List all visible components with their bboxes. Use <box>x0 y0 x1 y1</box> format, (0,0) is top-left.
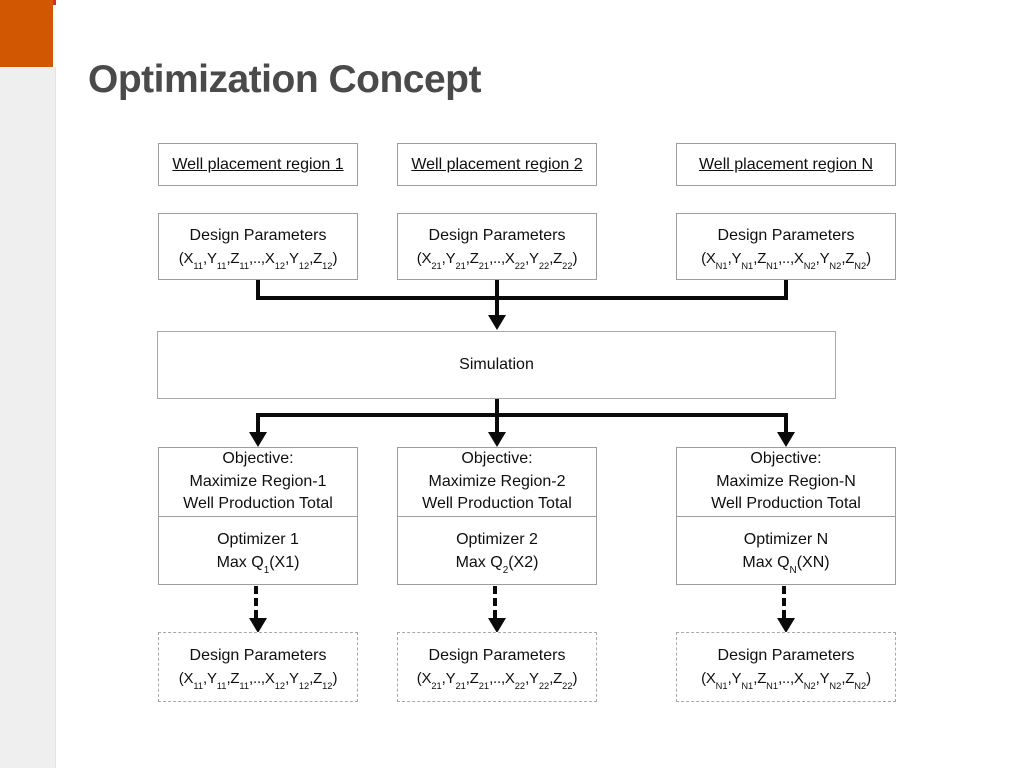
dashed-connector-line <box>254 586 258 618</box>
optimizer-section: Optimizer N Max QN(XN) <box>677 517 895 585</box>
region-label: Well placement region N <box>698 155 873 173</box>
output-params-title: Design Parameters <box>189 647 327 664</box>
arrow-down-icon <box>777 618 795 633</box>
simulation-box: Simulation <box>157 331 836 399</box>
optimizer-line: Optimizer 2 <box>456 531 538 548</box>
connector-line <box>495 399 499 417</box>
optimizer-line: Optimizer 1 <box>217 531 299 548</box>
optimizer-line: Optimizer N <box>743 531 829 548</box>
objective-line: Well Production Total <box>422 495 572 513</box>
connector-line <box>256 296 788 300</box>
objective-line: Objective: <box>461 450 533 468</box>
objective-line: Well Production Total <box>183 495 333 513</box>
design-params-values: (X21,Y21,Z21,..,X22,Y22,Z22) <box>416 249 578 271</box>
optimizer-section: Optimizer 1 Max Q1(X1) <box>159 517 357 585</box>
connector-line <box>256 280 260 300</box>
design-params-box-2: Design Parameters (X21,Y21,Z21,..,X22,Y2… <box>397 213 597 280</box>
region-label: Well placement region 1 <box>172 155 344 173</box>
design-params-box-1: Design Parameters (X11,Y11,Z11,..,X12,Y1… <box>158 213 358 280</box>
region-label: Well placement region 2 <box>411 155 583 173</box>
output-params-values: (XN1,YN1,ZN1,..,XN2,YN2,ZN2) <box>701 670 871 692</box>
red-tick-decoration <box>53 0 56 5</box>
objective-section: Objective: Maximize Region-N Well Produc… <box>677 448 895 517</box>
objective-line: Maximize Region-1 <box>189 472 327 490</box>
arrow-down-icon <box>777 432 795 447</box>
design-params-values: (X11,Y11,Z11,..,X12,Y12,Z12) <box>178 249 338 271</box>
output-params-values: (X21,Y21,Z21,..,X22,Y22,Z22) <box>416 670 578 692</box>
arrow-down-icon <box>249 432 267 447</box>
design-params-title: Design Parameters <box>717 226 855 244</box>
objective-line: Objective: <box>222 450 294 468</box>
objective-optimizer-box-1: Objective: Maximize Region-1 Well Produc… <box>158 447 358 585</box>
output-params-title: Design Parameters <box>428 647 566 664</box>
objective-line: Maximize Region-N <box>716 472 856 490</box>
objective-optimizer-box-n: Objective: Maximize Region-N Well Produc… <box>676 447 896 585</box>
region-box-n: Well placement region N <box>676 143 896 186</box>
optimizer-line: Max Q2(X2) <box>455 554 539 577</box>
optimizer-line: Max QN(XN) <box>742 554 830 577</box>
design-params-title: Design Parameters <box>189 226 327 244</box>
design-params-title: Design Parameters <box>428 226 566 244</box>
connector-line <box>256 417 260 433</box>
objective-section: Objective: Maximize Region-1 Well Produc… <box>159 448 357 517</box>
output-params-box-n: Design Parameters (XN1,YN1,ZN1,..,XN2,YN… <box>676 632 896 702</box>
arrow-down-icon <box>488 618 506 633</box>
connector-line <box>784 280 788 300</box>
output-params-box-2: Design Parameters (X21,Y21,Z21,..,X22,Y2… <box>397 632 597 702</box>
page-title: Optimization Concept <box>88 58 482 101</box>
simulation-label: Simulation <box>459 356 534 373</box>
accent-square <box>0 0 53 67</box>
output-params-box-1: Design Parameters (X11,Y11,Z11,..,X12,Y1… <box>158 632 358 702</box>
arrow-down-icon <box>488 432 506 447</box>
output-params-values: (X11,Y11,Z11,..,X12,Y12,Z12) <box>178 670 338 692</box>
optimizer-line: Max Q1(X1) <box>216 554 300 577</box>
output-params-title: Design Parameters <box>717 647 855 664</box>
objective-section: Objective: Maximize Region-2 Well Produc… <box>398 448 596 517</box>
arrow-down-icon <box>249 618 267 633</box>
objective-line: Well Production Total <box>711 495 861 513</box>
optimizer-section: Optimizer 2 Max Q2(X2) <box>398 517 596 585</box>
connector-line <box>256 413 788 417</box>
dashed-connector-line <box>782 586 786 618</box>
design-params-values: (XN1,YN1,ZN1,..,XN2,YN2,ZN2) <box>701 249 871 271</box>
arrow-down-icon <box>488 315 506 330</box>
connector-line <box>495 417 499 433</box>
connector-line <box>784 417 788 433</box>
region-box-1: Well placement region 1 <box>158 143 358 186</box>
design-params-box-n: Design Parameters (XN1,YN1,ZN1,..,XN2,YN… <box>676 213 896 280</box>
objective-optimizer-box-2: Objective: Maximize Region-2 Well Produc… <box>397 447 597 585</box>
objective-line: Maximize Region-2 <box>428 472 566 490</box>
objective-line: Objective: <box>750 450 822 468</box>
dashed-connector-line <box>493 586 497 618</box>
left-strip-decoration <box>0 67 56 768</box>
region-box-2: Well placement region 2 <box>397 143 597 186</box>
